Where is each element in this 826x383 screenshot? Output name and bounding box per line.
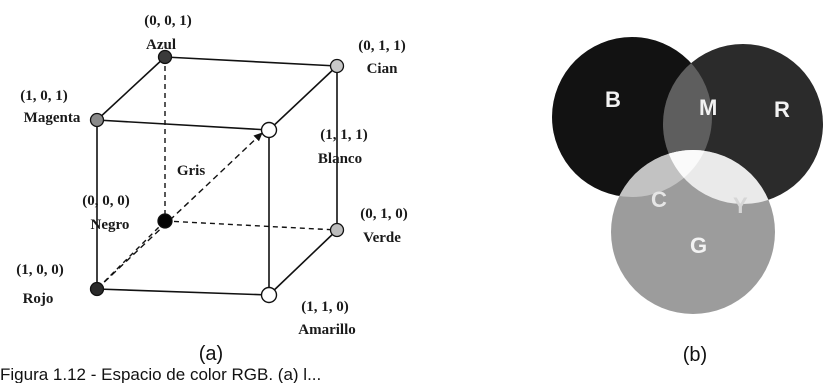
label-blanco-coord: (1, 1, 1) bbox=[320, 127, 368, 143]
label-verde-coord: (0, 1, 0) bbox=[360, 206, 408, 222]
edge-negro-verde bbox=[164, 220, 338, 231]
panel-b-label: (b) bbox=[683, 344, 707, 366]
label-verde-name: Verde bbox=[363, 230, 401, 246]
label-amarillo-coord: (1, 1, 0) bbox=[301, 299, 349, 315]
venn-letter-b: B bbox=[605, 87, 621, 112]
venn-letter-y: Y bbox=[733, 193, 748, 218]
label-amarillo-name: Amarillo bbox=[298, 322, 356, 338]
venn-letter-m: M bbox=[699, 95, 717, 120]
label-magenta-coord: (1, 0, 1) bbox=[20, 88, 68, 104]
label-gris: Gris bbox=[177, 163, 205, 179]
label-rojo-coord: (1, 0, 0) bbox=[16, 262, 64, 278]
label-negro-coord: (0, 0, 0) bbox=[82, 193, 130, 209]
vertex-rojo bbox=[89, 281, 105, 297]
vertex-cian bbox=[329, 58, 345, 74]
venn-letter-g: G bbox=[690, 233, 707, 258]
vertex-negro bbox=[157, 213, 173, 229]
edge-negro-rojo bbox=[96, 220, 166, 290]
edge-verde-amarillo bbox=[268, 229, 338, 296]
label-azul-name: Azul bbox=[146, 37, 176, 53]
label-blanco-name: Blanco bbox=[318, 151, 362, 167]
label-negro-name: Negro bbox=[91, 217, 130, 233]
edge-azul-cian bbox=[164, 56, 338, 67]
label-magenta-name: Magenta bbox=[24, 110, 81, 126]
panel-a-label: (a) bbox=[199, 343, 223, 365]
hidden-edges bbox=[96, 57, 338, 290]
vertex-amarillo bbox=[260, 286, 278, 304]
figure-caption: Figura 1.12 - Espacio de color RGB. (a) … bbox=[0, 365, 321, 383]
label-cian-name: Cian bbox=[367, 61, 399, 77]
edge-azul-magenta bbox=[96, 56, 166, 121]
vertex-verde bbox=[329, 222, 345, 238]
vertex-magenta bbox=[89, 112, 105, 128]
visible-edges bbox=[96, 56, 338, 296]
edge-rojo-amarillo bbox=[96, 288, 270, 296]
label-rojo-name: Rojo bbox=[23, 291, 54, 307]
rgb-cube: (0, 0, 1) Azul (0, 1, 1) Cian (1, 0, 1) … bbox=[16, 13, 408, 338]
label-cian-coord: (0, 1, 1) bbox=[358, 38, 406, 54]
venn-letter-c: C bbox=[651, 187, 667, 212]
gray-diagonal-arrow bbox=[96, 132, 263, 290]
edge-cian-blanco bbox=[268, 65, 338, 131]
edge-magenta-blanco bbox=[96, 119, 270, 131]
additive-venn-diagram: B M R C Y G bbox=[552, 37, 823, 314]
venn-letter-r: R bbox=[774, 97, 790, 122]
vertex-blanco bbox=[260, 121, 278, 139]
cyan-region bbox=[611, 150, 712, 197]
vertex-azul bbox=[157, 49, 173, 65]
label-azul-coord: (0, 0, 1) bbox=[144, 13, 192, 29]
yellow-region bbox=[663, 150, 775, 204]
